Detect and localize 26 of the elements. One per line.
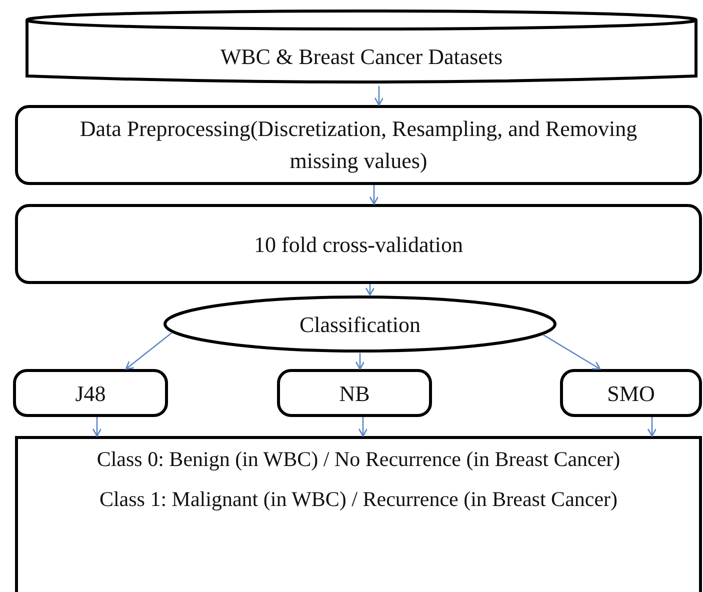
process-box [277, 369, 432, 417]
process-box [560, 369, 702, 417]
node-label: 10 fold cross-validation [254, 230, 463, 258]
arrow [355, 353, 365, 370]
arrow [647, 417, 657, 437]
arrow [125, 332, 172, 370]
node-label: Class 1: Malignant (in WBC) / Recurrence (in Breast Cancer) [98, 486, 619, 513]
node-label: WBC & Breast Cancer Datasets [220, 42, 503, 70]
process-box [13, 369, 168, 417]
arrow [92, 417, 102, 437]
database-cylinder [25, 8, 698, 86]
process-box [15, 105, 702, 185]
arrow [542, 334, 601, 370]
node-label: Class 0: Benign (in WBC) / No Recurrence (in Breast Cancer) [96, 446, 622, 473]
process-ellipse [163, 295, 557, 353]
process-box [15, 204, 702, 284]
arrow [374, 86, 384, 106]
node-label: SMO [607, 380, 655, 408]
node-label: Data Preprocessing(Discretization, Resampling, and Removing missing values) [78, 115, 638, 175]
arrow [358, 417, 368, 437]
arrow [369, 185, 379, 205]
node-label: Classification [300, 310, 420, 338]
output-box [15, 436, 702, 592]
node-label: J48 [75, 380, 106, 408]
arrow [365, 284, 375, 296]
node-label: NB [339, 380, 370, 408]
